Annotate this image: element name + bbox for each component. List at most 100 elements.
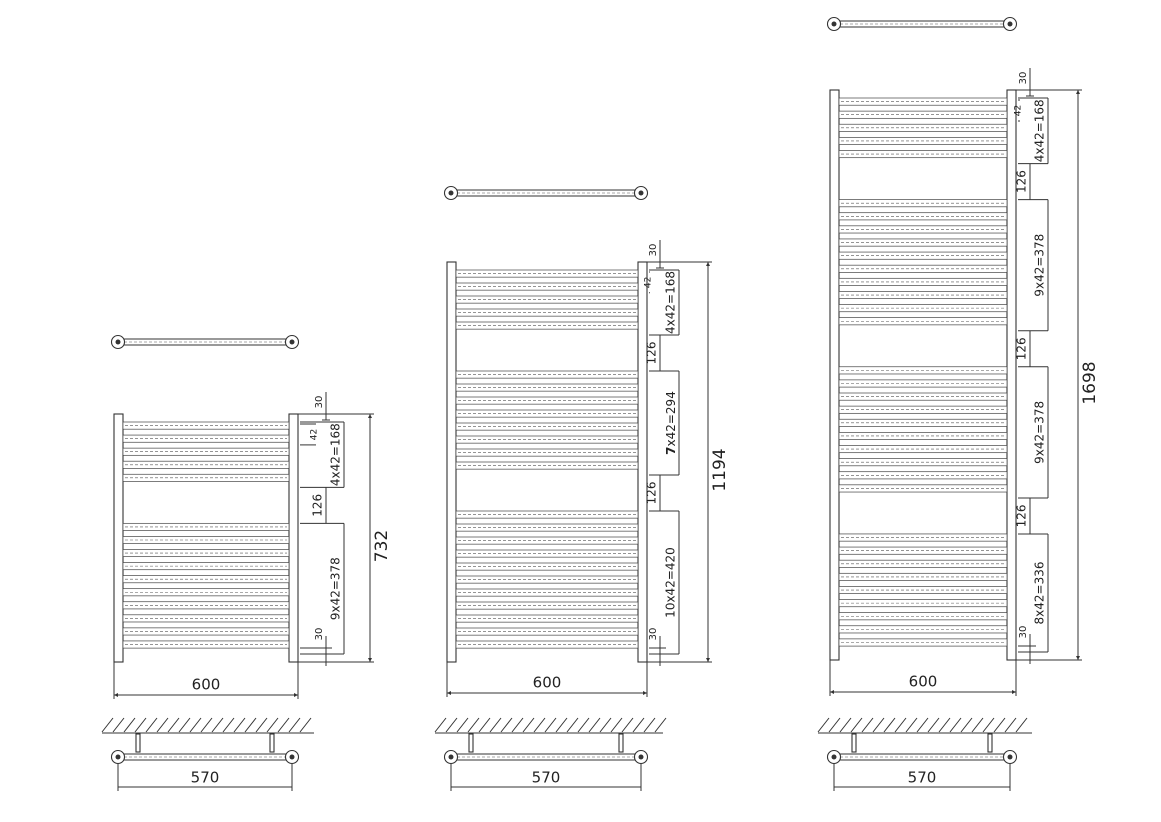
heating-bar [455, 308, 639, 317]
gap-label: 126 [1015, 504, 1029, 527]
standoff-left [135, 733, 141, 753]
group-label-rest: x42=294 [664, 391, 678, 446]
group-label: 9x42=378 [1033, 234, 1047, 297]
heating-bar [455, 321, 639, 330]
screw-icon [831, 754, 837, 760]
width-label: 600 [533, 674, 562, 692]
top-offset-label: 30 [1018, 72, 1029, 85]
wall-hatch [544, 717, 557, 733]
wall-hatch [434, 717, 447, 733]
top-offset-label: 30 [648, 244, 659, 257]
screw-icon [448, 190, 454, 196]
bottom-offset-label: 30 [648, 628, 659, 641]
arrow-head [114, 693, 118, 697]
heating-bar [455, 627, 639, 636]
screw-icon [1007, 754, 1013, 760]
wall-hatch [189, 717, 202, 733]
top-view-rail [826, 16, 1018, 32]
wall-hatch [817, 717, 830, 733]
wall-hatch [222, 717, 235, 733]
arrow-head [706, 658, 710, 662]
heating-bar [455, 409, 639, 418]
group-label: 8x42=336 [1033, 561, 1047, 624]
heating-bar [455, 435, 639, 444]
wall-hatch [211, 717, 224, 733]
wall-hatch [949, 717, 962, 733]
group-label-count: 7 [664, 446, 678, 454]
wall-hatch [178, 717, 191, 733]
height-label: 1194 [710, 448, 730, 491]
wall-hatch [883, 717, 896, 733]
screw-icon [115, 754, 121, 760]
wall-hatch [916, 717, 929, 733]
gap-label: 126 [645, 482, 659, 505]
group-label: 10x42=420 [664, 547, 678, 618]
wall-hatch [577, 717, 590, 733]
wall-hatch [1004, 717, 1017, 733]
top-view-rail [110, 334, 300, 350]
standoff-left [851, 733, 857, 753]
wall-hatch [599, 717, 612, 733]
model-1698-view: 16984x42=1689x42=3789x42=3788x42=3361261… [817, 16, 1100, 791]
wall-hatch [511, 717, 524, 733]
wall-hatch [894, 717, 907, 733]
heating-bar [455, 295, 639, 304]
gap-label: 126 [1015, 337, 1029, 360]
heating-bar [455, 396, 639, 405]
wall-hatch [288, 717, 301, 733]
pitch-label: 42 [310, 429, 320, 440]
heating-bar [455, 383, 639, 392]
side-view-rail [826, 749, 1018, 765]
wall-hatch [654, 717, 667, 733]
left-collector [829, 89, 840, 661]
wall-hatch [533, 717, 546, 733]
wall-hatch [872, 717, 885, 733]
arrow-head [706, 262, 710, 266]
right-collector [637, 261, 648, 663]
gap-label: 126 [645, 342, 659, 365]
heating-bar [455, 448, 639, 457]
pitch-label: 42 [1014, 105, 1024, 116]
wall-hatch [266, 717, 279, 733]
group-label: 9x42=378 [1033, 401, 1047, 464]
wall-hatch [861, 717, 874, 733]
wall-hatch [555, 717, 568, 733]
wall-hatch [134, 717, 147, 733]
wall-hatch [566, 717, 579, 733]
bottom-offset-label: 30 [1018, 626, 1029, 639]
wall-hatch [478, 717, 491, 733]
wall-hatch [123, 717, 136, 733]
arrow-head [368, 414, 372, 418]
wall-hatch [610, 717, 623, 733]
wall-hatch [982, 717, 995, 733]
heating-bar [455, 523, 639, 532]
screw-icon [1007, 21, 1013, 27]
heating-bar [455, 510, 639, 519]
heating-bar [455, 282, 639, 291]
wall-hatch [167, 717, 180, 733]
wall-hatch [233, 717, 246, 733]
screw-icon [289, 339, 295, 345]
model-1194-view: 11944x42=1687x42=29410x42=42012612630423… [434, 185, 730, 791]
height-label: 1698 [1080, 361, 1100, 404]
wall-hatch [993, 717, 1006, 733]
arrow-head [830, 690, 834, 694]
wall-hatch [621, 717, 634, 733]
screw-icon [638, 190, 644, 196]
wall-hatch [905, 717, 918, 733]
wall-hatch [500, 717, 513, 733]
width-label: 600 [192, 676, 221, 694]
wall-hatch [255, 717, 268, 733]
top-offset-label: 30 [314, 396, 325, 409]
wall-hatch [244, 717, 257, 733]
left-collector [113, 413, 124, 663]
gap-label: 126 [1015, 170, 1029, 193]
bottom-offset-label: 30 [314, 628, 325, 641]
heating-bar [455, 269, 639, 278]
wall-hatch [643, 717, 656, 733]
side-view-rail [110, 749, 300, 765]
standoff-right [987, 733, 993, 753]
screw-icon [831, 21, 837, 27]
